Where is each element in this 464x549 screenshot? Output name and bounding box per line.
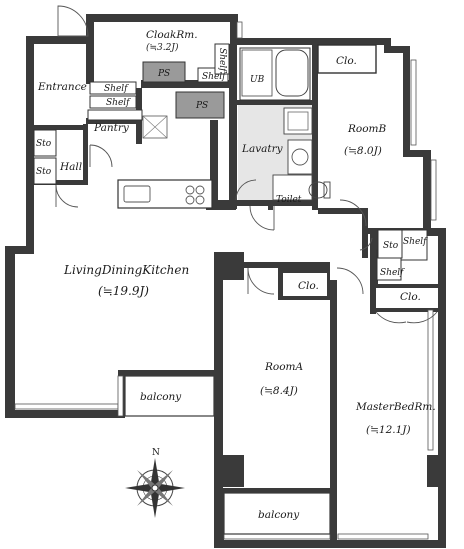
roomB-area: (≒8.0J)	[344, 145, 382, 157]
shelf-cloak-label: Shelf	[202, 72, 227, 82]
compass-north-label: N	[152, 448, 160, 458]
toilet-fixture	[272, 174, 331, 201]
clo-roomB-label: Clo.	[336, 55, 357, 67]
shelf-small-1-label: Shelf	[380, 268, 405, 278]
clo-roomA-label: Clo.	[298, 280, 319, 292]
sto-boxes	[33, 129, 403, 259]
shelf-entrance-1-label: Shelf	[104, 84, 129, 94]
toilet-label: Toilet	[276, 195, 302, 205]
kitchen-counter	[117, 179, 213, 209]
ps-box-1	[142, 61, 186, 83]
cloak-room-area: (≒3.2J)	[146, 42, 179, 53]
lavatry-label: Lavatry	[241, 143, 284, 155]
ps-2-label: PS	[195, 101, 208, 111]
pantry-label: Pantry	[93, 122, 130, 134]
pantry-skylight	[142, 115, 168, 139]
hall-label: Hall	[59, 161, 82, 173]
master-area: (≒12.1J)	[366, 424, 411, 436]
labels: CloakRm. (≒3.2J) Entrance Pantry Hall Li…	[36, 29, 436, 521]
compass-rose	[125, 458, 185, 518]
shelf-entrance-2-label: Shelf	[106, 98, 131, 108]
roomA-area: (≒8.4J)	[260, 385, 298, 397]
entrance-label: Entrance	[37, 81, 87, 93]
shelf-hall-label: Shelf	[403, 237, 428, 247]
roomB-clo-box	[317, 44, 377, 74]
door-swings	[55, 5, 438, 324]
windows	[14, 21, 437, 540]
ldk-area: (≒19.9J)	[98, 284, 149, 298]
balcony-bottom-label: balcony	[258, 509, 300, 521]
master-name: MasterBedRm.	[355, 401, 436, 413]
cloak-room-name: CloakRm.	[146, 29, 198, 41]
ps-box-2	[175, 91, 225, 119]
sto-2-label: Sto	[36, 167, 52, 177]
roomB-name: RoomB	[347, 123, 387, 135]
ub-label: UB	[250, 75, 265, 85]
balcony-bottom-area	[223, 492, 331, 535]
shelf-cloak-vertical-label: Shelf	[217, 48, 227, 73]
clo-master-label: Clo.	[400, 291, 421, 303]
ps-1-label: PS	[157, 69, 170, 79]
ldk-name: LivingDiningKitchen	[63, 263, 189, 277]
shelves	[87, 43, 428, 281]
roomA-name: RoomA	[264, 361, 304, 373]
balcony-ldk-label: balcony	[140, 391, 182, 403]
bathroom	[239, 47, 311, 101]
sto-1-label: Sto	[36, 139, 52, 149]
balcony-ldk-area	[124, 375, 215, 417]
sto-3-label: Sto	[383, 241, 399, 251]
